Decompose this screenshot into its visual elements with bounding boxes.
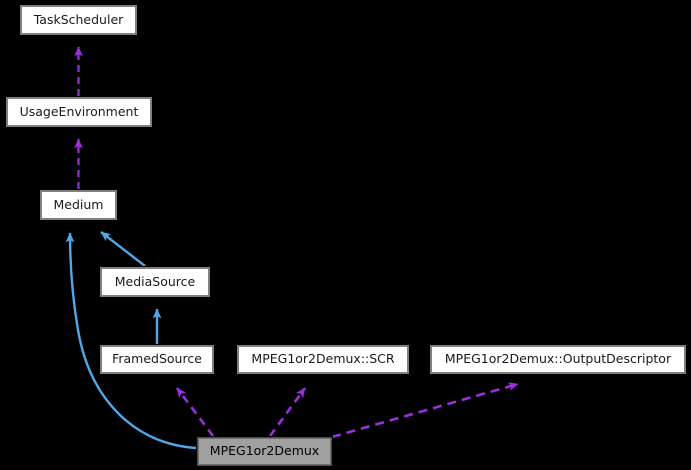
class-node-label: Medium <box>53 196 104 212</box>
class-node-label: TaskScheduler <box>33 11 124 27</box>
class-node-label: MPEG1or2Demux::SCR <box>251 351 395 367</box>
class-node-mpeg1or2demux-output-descriptor[interactable]: MPEG1or2Demux::OutputDescriptor <box>429 344 687 375</box>
class-node-label: FramedSource <box>112 351 202 367</box>
edge-mpeg1or2demux-to-medium <box>65 232 197 450</box>
class-node-usage-environment[interactable]: UsageEnvironment <box>5 96 153 128</box>
edge-media-source-to-medium <box>100 231 146 267</box>
class-node-task-scheduler[interactable]: TaskScheduler <box>19 4 138 36</box>
class-node-label: UsageEnvironment <box>19 103 139 119</box>
class-node-mpeg1or2demux-scr[interactable]: MPEG1or2Demux::SCR <box>236 344 410 375</box>
class-node-framed-source[interactable]: FramedSource <box>99 344 215 375</box>
edge-mpeg1or2demux-to-scr <box>268 387 307 437</box>
class-node-medium[interactable]: Medium <box>39 189 118 221</box>
edge-mpeg1or2demux-to-framed-source <box>175 387 215 437</box>
class-node-media-source[interactable]: MediaSource <box>99 266 211 298</box>
edge-mpeg1or2demux-to-output-descriptor <box>331 382 519 439</box>
class-node-label: MPEG1or2Demux::OutputDescriptor <box>444 351 672 367</box>
class-node-label: MediaSource <box>114 273 196 289</box>
class-node-mpeg1or2demux[interactable]: MPEG1or2Demux <box>196 436 333 467</box>
class-node-label: MPEG1or2Demux <box>209 443 320 459</box>
